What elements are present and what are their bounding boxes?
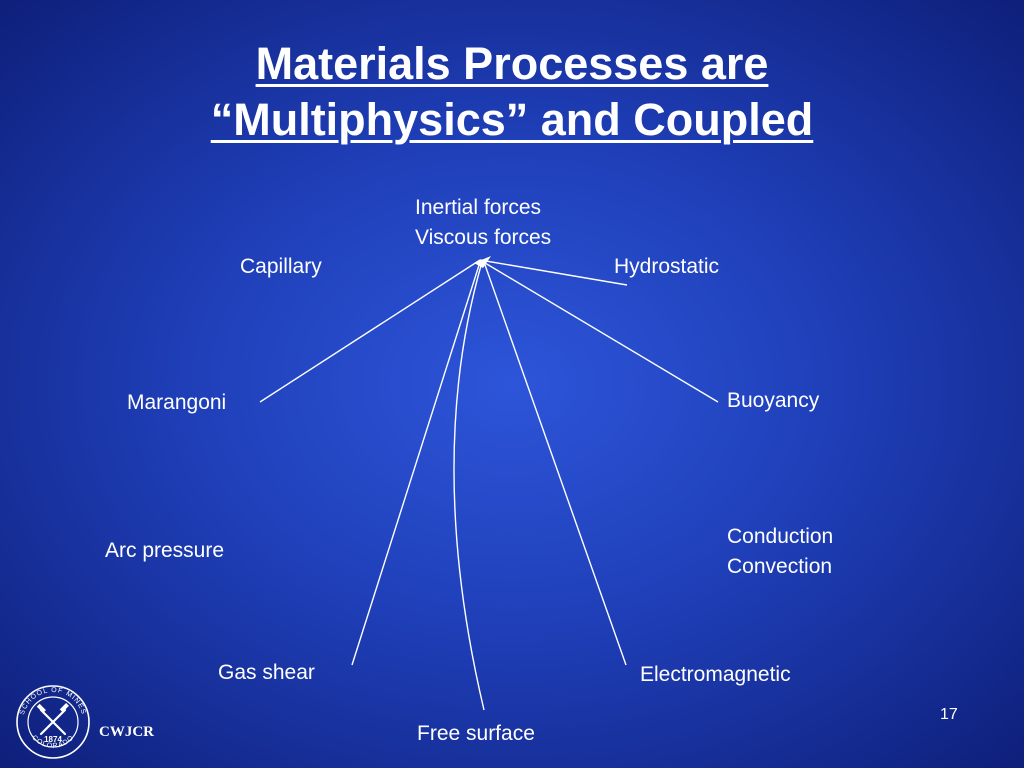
title-line-1: Materials Processes are: [255, 38, 769, 89]
label-gas-shear: Gas shear: [218, 661, 315, 684]
connector-marangoni: [259, 259, 481, 403]
svg-text:1874: 1874: [44, 735, 62, 744]
label-arc-pressure: Arc pressure: [105, 539, 225, 562]
school-seal-logo: SCHOOL OF MINES COLORADO 1874: [16, 685, 90, 759]
label-hydrostatic: Hydrostatic: [614, 255, 720, 278]
connector-buoyancy: [479, 259, 719, 403]
connector-gas-shear: [351, 261, 481, 666]
center-label-viscous: Viscous forces: [415, 226, 552, 249]
label-convection: Convection: [727, 555, 833, 578]
label-electromagnetic: Electromagnetic: [640, 663, 791, 686]
arrowhead: [474, 256, 491, 268]
connector-free-surface: [453, 261, 485, 711]
label-marangoni: Marangoni: [127, 391, 227, 414]
org-name: CWJCR: [99, 724, 154, 740]
connector-hydrostatic: [479, 259, 628, 286]
label-free-surface: Free surface: [417, 722, 535, 745]
title-line-2: “Multiphysics” and Coupled: [210, 94, 814, 145]
center-label-inertial: Inertial forces: [415, 196, 542, 219]
slide-title: Materials Processes are “Multiphysics” a…: [0, 36, 1024, 148]
label-buoyancy: Buoyancy: [727, 389, 820, 412]
connector-electromagnetic: [483, 261, 627, 666]
label-conduction: Conduction: [727, 525, 834, 548]
label-capillary: Capillary: [240, 255, 322, 278]
page-number: 17: [940, 706, 958, 723]
svg-text:SCHOOL OF MINES: SCHOOL OF MINES: [19, 687, 87, 716]
